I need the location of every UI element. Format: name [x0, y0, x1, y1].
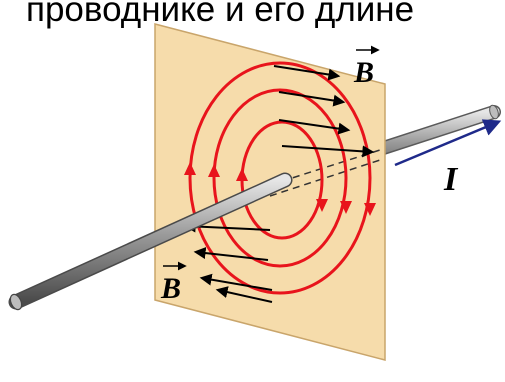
b-vector-top-4 — [281, 145, 375, 158]
current-arrow — [394, 119, 502, 167]
label-b-top-group: B — [353, 45, 380, 89]
label-b-top: B — [353, 56, 374, 89]
b-vector-bottom-2 — [193, 247, 269, 261]
b-vector-bottom-3 — [199, 273, 273, 291]
label-b-bottom: B — [160, 272, 181, 305]
red-arrow-up-left-middle — [208, 164, 220, 177]
label-b-bottom-group: B — [160, 261, 187, 305]
wire-hidden-dashed — [269, 149, 381, 186]
heading-text: проводнике и его длине — [26, 0, 415, 29]
field-line-outer — [188, 61, 372, 295]
b-vector-top-1 — [273, 65, 341, 81]
field-direction-arrows — [184, 162, 376, 216]
field-vectors-top — [273, 65, 375, 158]
b-vector-top-2 — [278, 91, 346, 107]
red-arrow-up-left-inner — [236, 168, 248, 181]
field-line-middle — [212, 88, 348, 268]
red-arrow-down-right-middle — [340, 201, 352, 214]
wire-end-cap — [9, 293, 23, 311]
red-arrow-down-right-outer — [364, 203, 376, 216]
b-vector-top-3 — [278, 119, 351, 135]
label-current: I — [443, 161, 459, 198]
red-arrow-down-right-inner — [316, 199, 328, 212]
field-vectors-bottom — [183, 220, 273, 303]
b-vector-bottom-4 — [215, 286, 273, 303]
red-arrow-up-left-outer — [184, 162, 196, 175]
wire-front-segment — [8, 172, 293, 311]
